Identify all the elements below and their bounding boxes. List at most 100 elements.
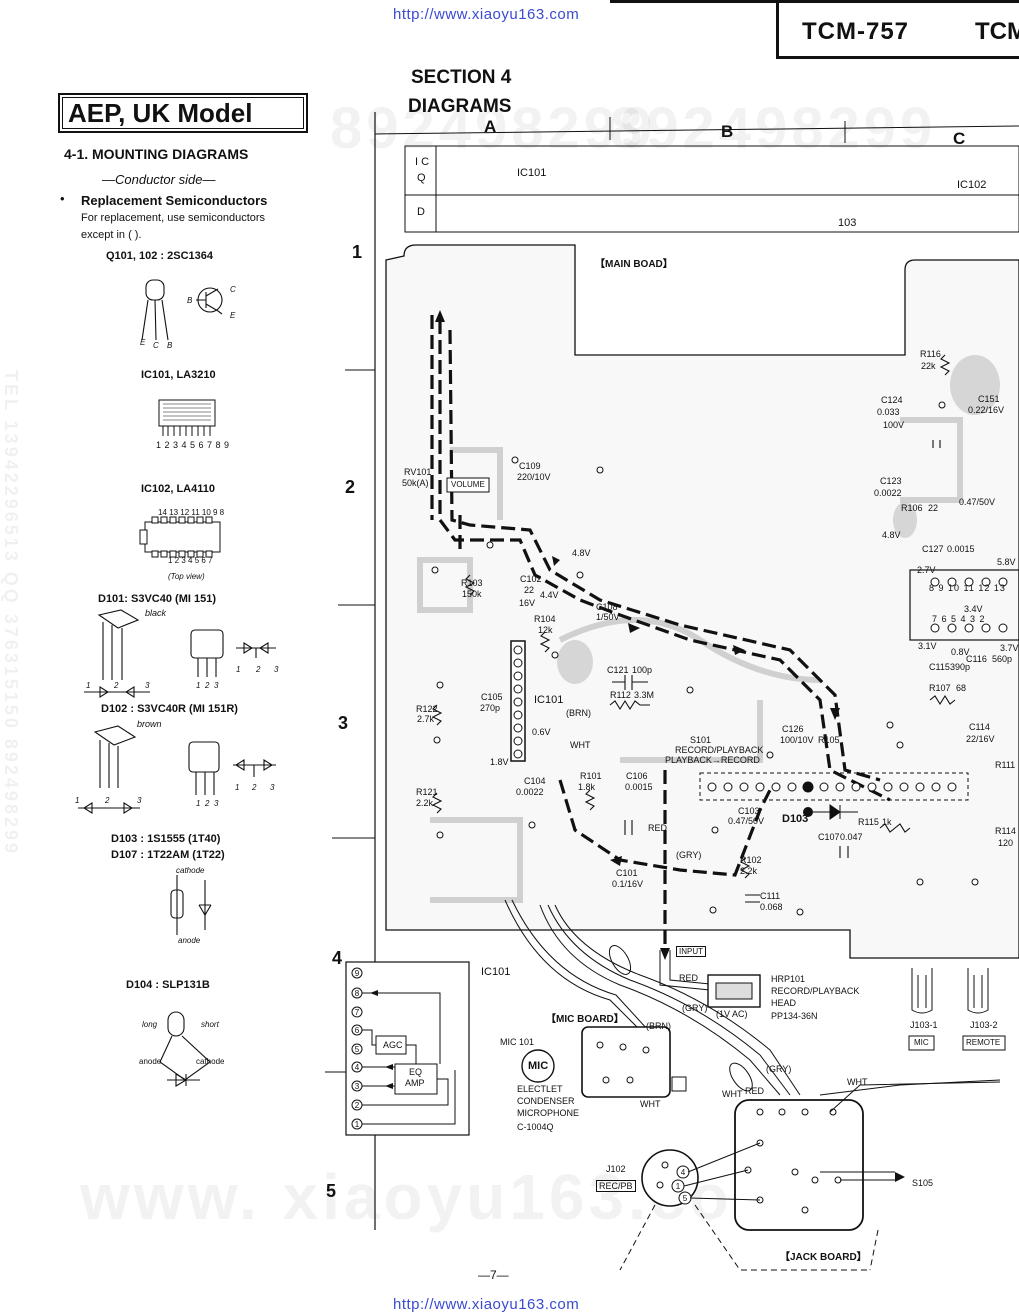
replacement-note-1: For replacement, use semiconductors [81,212,266,224]
url-bottom[interactable]: http://www.xiaoyu163.com [393,1296,580,1313]
svg-text:4: 4 [355,1063,360,1072]
voltage-37: 3.7V [1000,643,1019,653]
row-1: 1 [352,242,363,262]
c104-value: 0.0022 [516,787,544,797]
svg-text:3: 3 [270,783,275,792]
brn-label-2: (BRN) [646,1021,671,1031]
r103-value: 150k [462,589,482,599]
r104-label: R104 [534,614,556,624]
model-box: AEP, UK Model [58,93,308,133]
voltage-31: 3.1V [918,641,937,651]
ic102-pins-top-board: 8 9 10 11 12 13 [929,583,1006,593]
c101-label: C101 [616,868,638,878]
ac-label: (1V AC) [716,1009,748,1019]
svg-text:3: 3 [137,796,142,805]
c103-label: C103 [738,806,760,816]
eq-block-2: AMP [405,1078,425,1088]
replacement-heading: Replacement Semiconductors [81,193,268,208]
c111-label: C111 [760,891,781,901]
svg-text:2: 2 [255,665,261,674]
recpb-label: REC/PB [596,1180,636,1192]
c108-value: 1/50V [596,612,620,622]
r122-label: R122 [416,704,438,714]
svg-text:2: 2 [204,681,210,690]
section-subtitle: DIAGRAMS [408,96,512,117]
svg-text:5: 5 [355,1045,360,1054]
column-a: A [484,117,497,136]
r106-label: R106 [901,503,923,513]
c123-label: C123 [880,476,902,486]
d-label: D [417,206,425,218]
c106-label: C106 [626,771,648,781]
c151-label: C151 [978,394,1000,404]
c114-label: C114 [969,722,990,732]
c115-value: 390p [950,662,971,672]
red-label-2: RED [679,973,699,983]
ic102-pins-bottom-board: 7 6 5 4 3 2 [932,614,986,624]
black-label: black [145,608,167,618]
anode-label: anode [178,936,201,945]
r105-label: R105 [818,735,840,745]
rv101-value: 50k(A) [402,478,429,488]
volume-label[interactable]: VOLUME [451,480,485,489]
voltage-58: 5.8V [997,557,1016,567]
gry-label-2: (GRY) [682,1003,708,1013]
remote-jack-label: REMOTE [966,1038,1001,1047]
voltage-08: 0.8V [951,647,970,657]
voltage-27: 2.7V [917,565,936,575]
c127-label: C127 [922,544,944,554]
watermark-number: 892498299 [330,96,657,161]
svg-text:1: 1 [86,681,90,690]
red-label-3: RED [745,1086,765,1096]
r122-value: 2.7k [417,714,435,724]
wht-label-2: WHT [640,1099,661,1109]
c107-value: 0.047 [840,832,863,842]
url-top[interactable]: http://www.xiaoyu163.com [393,6,580,23]
c101-value: 0.1/16V [612,879,644,889]
r106-value: 22 [928,503,939,513]
grid-d103: 103 [838,217,857,229]
c114-value: 22/16V [966,734,995,744]
rv101-label: RV101 [404,467,432,477]
r114-label: R114 [995,826,1016,836]
d102-label: D102 : S3VC40R (MI 151R) [101,703,238,715]
hrp-desc-2: HEAD [771,998,797,1008]
svg-text:1: 1 [355,1120,360,1129]
svg-text:2: 2 [104,796,110,805]
column-c: C [953,129,966,148]
s101-label: S101 [690,735,712,745]
c126-label: C126 [782,724,804,734]
mic-desc-1: ELECTLET [517,1084,563,1094]
red-label: RED [648,823,668,833]
r121-label: R121 [416,787,438,797]
hrp101-label: HRP101 [771,974,806,984]
c151-value: 0.22/16V [968,405,1005,415]
replacement-note-2: except in ( ). [81,229,142,241]
r116-value: 22k [921,361,936,371]
c124-voltage: 100V [883,420,905,430]
ic102-pins-top: 14 13 12 11 10 9 8 [158,508,225,517]
r101-label: R101 [580,771,602,781]
svg-text:8: 8 [355,989,360,998]
r111-label: R111 [995,760,1016,770]
r103-label: R103 [461,578,483,588]
r101-value: 1.8k [578,782,596,792]
svg-text:3: 3 [214,799,219,808]
mic-desc-2: CONDENSER [517,1096,575,1106]
ic102-pins-bottom: 1 2 3 4 5 6 7 [168,556,213,565]
svg-text:2: 2 [204,799,210,808]
mic-board-label: 【MIC BOARD】 [546,1014,624,1025]
d101-label: D101: S3VC40 (MI 151) [98,593,216,605]
c107-label: C107 [818,832,840,842]
svg-text:9: 9 [355,969,360,978]
c104-label: C104 [524,776,546,786]
svg-text:1: 1 [75,796,79,805]
grid-ic101: IC101 [517,167,547,179]
section-title: SECTION 4 [411,67,512,88]
r112-value: 3.3M [634,690,655,700]
r102-label: R102 [740,855,762,865]
voltage-18: 1.8V [490,757,509,767]
header-rule [610,0,1019,3]
c103-value: 0.47/50V [728,816,765,826]
